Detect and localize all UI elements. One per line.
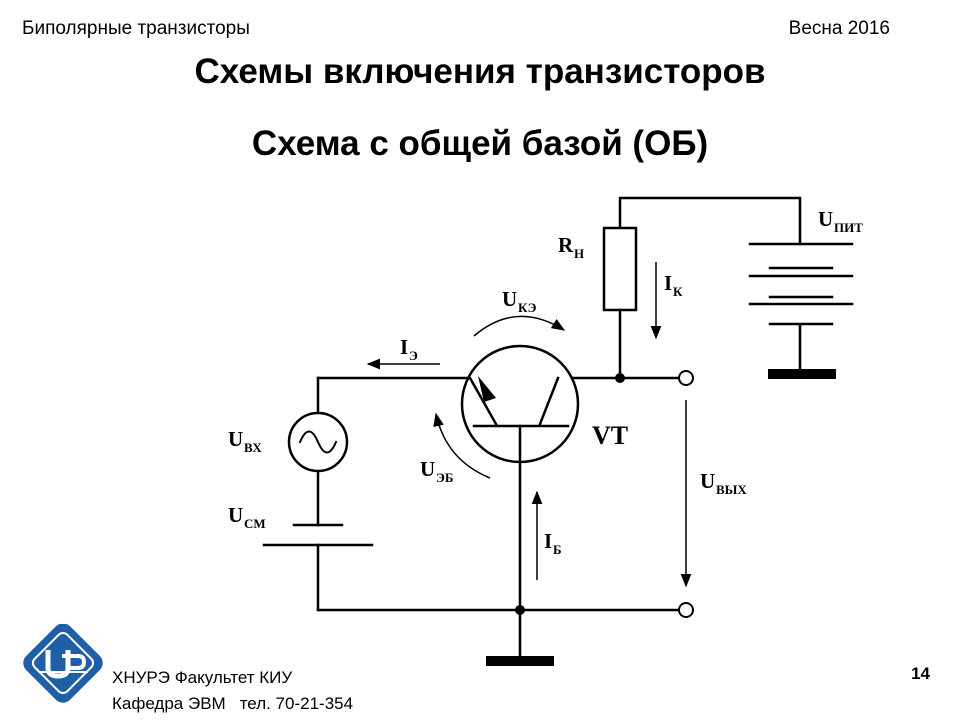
label-r-main: R xyxy=(558,233,574,257)
label-ueb-main: U xyxy=(420,457,435,481)
output-terminal-top xyxy=(678,370,694,386)
load-resistor xyxy=(602,226,638,312)
arrow-uke xyxy=(473,315,566,337)
transistor-collector-lead xyxy=(538,376,560,426)
slide-title: Схемы включения транзисторов xyxy=(194,52,766,91)
label-uin-main: U xyxy=(228,427,243,451)
label-ie-main: I xyxy=(400,335,408,359)
label-ib-sub: Б xyxy=(553,542,562,557)
label-supply-sub: ПИТ xyxy=(834,220,863,235)
header-semester: Весна 2016 xyxy=(788,18,890,39)
emitter-arrow xyxy=(478,376,496,402)
output-terminal-bottom xyxy=(678,602,694,618)
page-number: 14 xyxy=(911,664,930,683)
footer-contacts: Кафедра ЭВМ тел. 70-21-354 xyxy=(112,694,367,714)
label-ik-main: I xyxy=(664,271,672,295)
label-uke-main: U xyxy=(502,287,517,311)
label-ik-sub: К xyxy=(673,284,683,299)
footer-department: Кафедра ЭВМ xyxy=(112,694,226,713)
university-logo-icon xyxy=(23,624,103,703)
label-ie-sub: Э xyxy=(409,348,418,363)
label-ib-main: I xyxy=(544,529,552,553)
label-vt: VT xyxy=(592,421,628,450)
label-uout-main: U xyxy=(700,469,715,493)
label-uke-sub: КЭ xyxy=(518,300,537,315)
header-topic: Биполярные транзисторы xyxy=(22,18,250,39)
footer-faculty: ХНУРЭ Факультет КИУ xyxy=(112,668,293,687)
transistor-emitter-lead xyxy=(316,376,498,426)
label-supply-main: U xyxy=(818,207,833,231)
junction-collector xyxy=(615,373,625,383)
ground-plate-supply xyxy=(768,369,836,379)
slide-subtitle: Схема с общей базой (ОБ) xyxy=(251,124,709,163)
ground-plate-base xyxy=(486,656,554,666)
label-usm-sub: СМ xyxy=(244,516,266,531)
label-usm-main: U xyxy=(228,503,243,527)
junction-base xyxy=(515,605,525,615)
wire-load-top xyxy=(618,196,802,246)
bias-battery xyxy=(262,523,374,547)
sine-wave xyxy=(298,430,338,454)
supply-battery xyxy=(748,242,854,374)
label-ueb-sub: ЭБ xyxy=(436,470,453,485)
arrow-ueb xyxy=(433,412,491,479)
footer-phone: тел. 70-21-354 xyxy=(239,694,354,713)
label-uin-sub: ВХ xyxy=(244,440,262,455)
label-r-sub: Н xyxy=(574,246,584,261)
label-uout-sub: ВЫХ xyxy=(716,482,747,497)
